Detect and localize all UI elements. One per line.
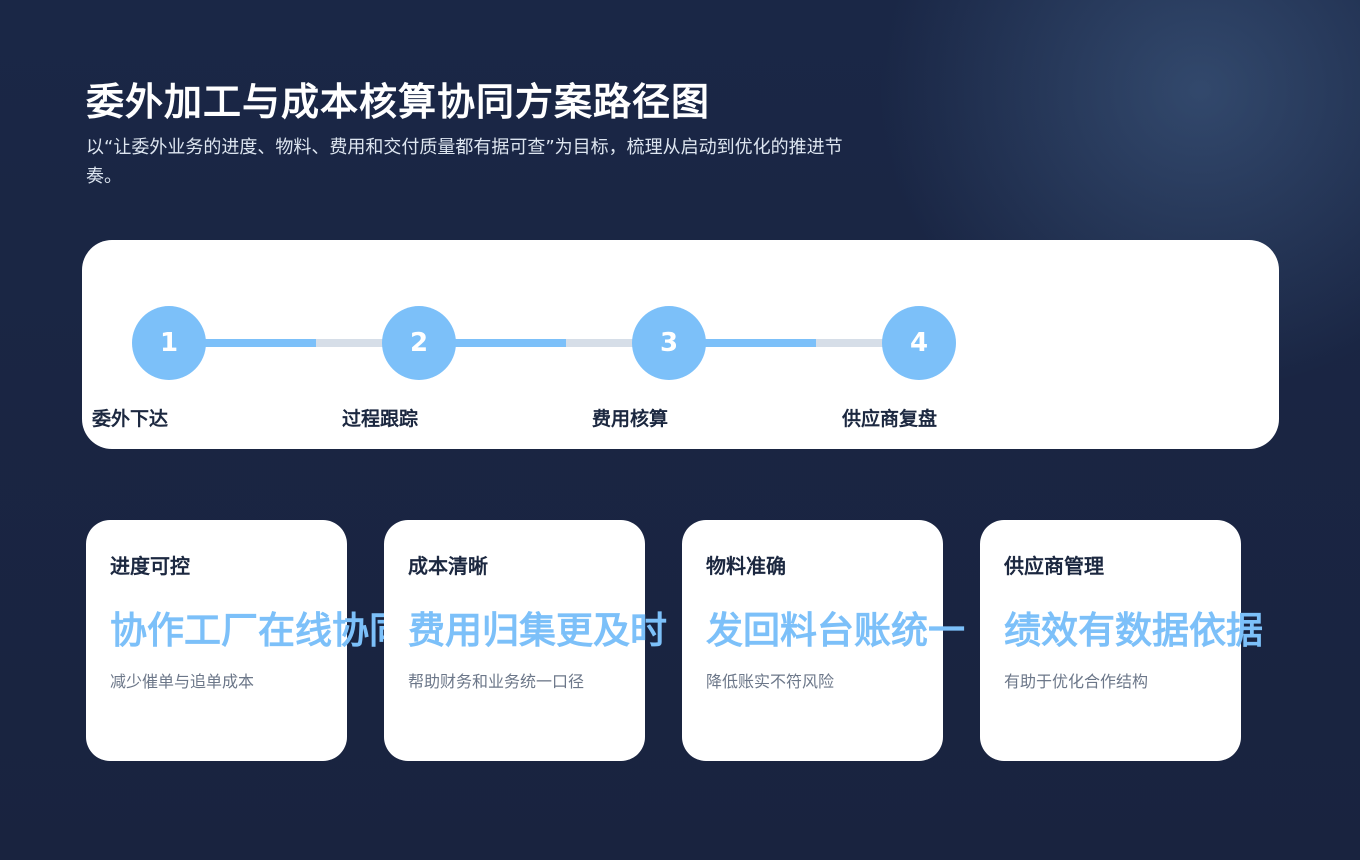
step-3-circle: 3 [632,306,706,380]
track-segment-3-pending [816,339,886,347]
step-2-circle: 2 [382,306,456,380]
card-headline: 绩效有数据依据 [1004,609,1263,652]
track-segment-2-pending [566,339,636,347]
page-title: 委外加工与成本核算协同方案路径图 [86,80,711,124]
step-4-label: 供应商复盘 [842,408,938,430]
card-title: 进度可控 [110,554,190,578]
card-title: 成本清晰 [408,554,488,578]
step-1-circle: 1 [132,306,206,380]
track-segment-1-active [198,339,316,347]
step-4-circle: 4 [882,306,956,380]
card-title: 物料准确 [706,554,786,578]
roadmap-panel: 1 委外下达 2 过程跟踪 3 费用核算 4 供应商复盘 [82,240,1279,449]
card-title: 供应商管理 [1004,554,1104,578]
card-note: 减少催单与追单成本 [110,672,255,691]
card-headline: 发回料台账统一 [706,609,965,652]
card-note: 帮助财务和业务统一口径 [408,672,585,691]
benefit-card-progress: 进度可控 协作工厂在线协同 减少催单与追单成本 [86,520,386,761]
step-3-label: 费用核算 [592,408,669,430]
card-headline: 协作工厂在线协同 [110,609,386,652]
page-subtitle: 以“让委外业务的进度、物料、费用和交付质量都有据可查”为目标，梳理从启动到优化的… [86,137,843,187]
card-note: 有助于优化合作结构 [1004,672,1149,691]
track-segment-3-active [698,339,816,347]
step-2-label: 过程跟踪 [342,408,419,430]
card-note: 降低账实不符风险 [706,672,835,691]
card-headline: 费用归集更及时 [408,609,667,652]
step-1-label: 委外下达 [92,408,169,430]
track-segment-2-active [448,339,566,347]
benefit-card-supplier: 供应商管理 绩效有数据依据 有助于优化合作结构 [980,520,1263,761]
benefit-card-cost: 成本清晰 费用归集更及时 帮助财务和业务统一口径 [384,520,667,761]
track-segment-1-pending [316,339,386,347]
benefit-card-material: 物料准确 发回料台账统一 降低账实不符风险 [682,520,965,761]
